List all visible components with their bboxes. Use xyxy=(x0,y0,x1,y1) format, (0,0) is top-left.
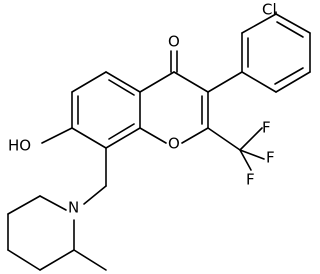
benzo-ring xyxy=(71,71,141,149)
ring-oxygen-label: O xyxy=(168,135,180,153)
chlorine-label: Cl xyxy=(262,1,277,19)
fluorine-label-3: F xyxy=(246,171,255,189)
carbonyl-bond xyxy=(170,50,178,73)
methylene-linker xyxy=(83,147,107,205)
trifluoromethyl-group xyxy=(207,127,265,171)
nitrogen-label: N xyxy=(68,199,79,217)
piperidine-ring xyxy=(7,195,107,271)
hydroxyl-label: HO xyxy=(8,137,31,155)
pyranone-ring xyxy=(139,71,209,144)
chlorophenyl-ring xyxy=(207,11,311,93)
fluorine-label-1: F xyxy=(262,119,271,137)
hydroxyl-bond xyxy=(41,127,73,144)
fluorine-label-2: F xyxy=(266,149,275,167)
carbonyl-oxygen-label: O xyxy=(168,33,180,51)
